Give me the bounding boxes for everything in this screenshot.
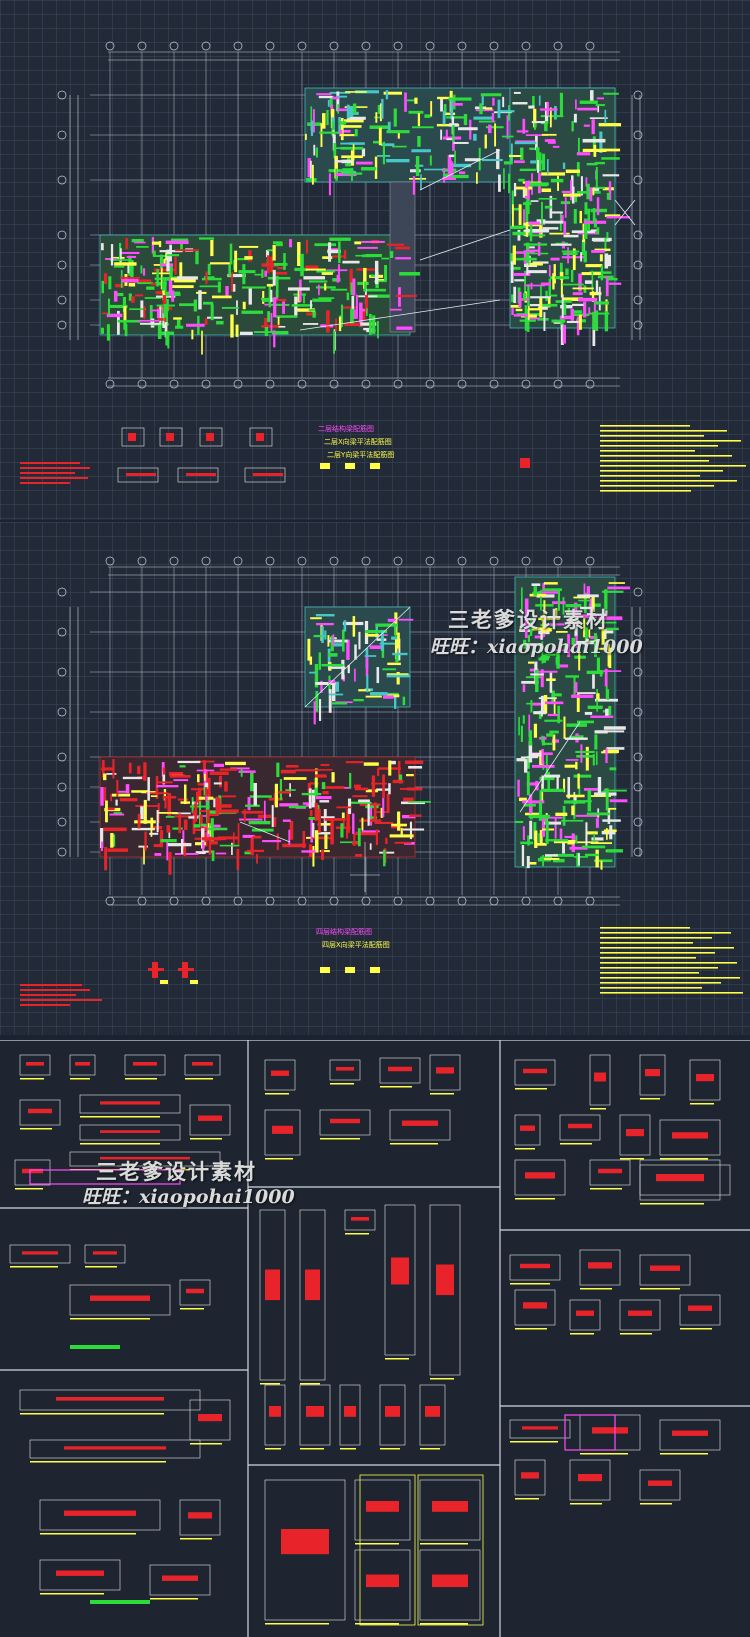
plan-1-title: 二层结构梁配筋图 — [318, 425, 374, 433]
plan-2-subtitle-1: 四层X向梁平法配筋图 — [322, 941, 390, 949]
plan-1-subtitle-2: 二层Y向梁平法配筋图 — [327, 451, 395, 459]
plan-sheet-2: 四层结构梁配筋图 四层X向梁平法配筋图 三老爹设计素材 旺旺：xiaopohai… — [0, 522, 750, 1035]
detail-sheet-drawing — [0, 1040, 750, 1637]
plan-1-subtitle-1: 二层X向梁平法配筋图 — [324, 438, 392, 446]
plan-1-drawing — [20, 41, 746, 492]
watermark-contact: 旺旺：xiaopohai1000 — [430, 636, 643, 658]
detail-watermark-contact: 旺旺：xiaopohai1000 — [82, 1186, 295, 1208]
plan-sheet-1: 二层结构梁配筋图 二层X向梁平法配筋图 二层Y向梁平法配筋图 — [0, 0, 750, 520]
detail-sheet: 三老爹设计素材 旺旺：xiaopohai1000 — [0, 1040, 750, 1637]
plan-2-drawing — [20, 556, 743, 1006]
plan-2-title: 四层结构梁配筋图 — [316, 928, 372, 936]
detail-watermark-title: 三老爹设计素材 — [96, 1160, 257, 1184]
watermark-title: 三老爹设计素材 — [448, 608, 609, 632]
